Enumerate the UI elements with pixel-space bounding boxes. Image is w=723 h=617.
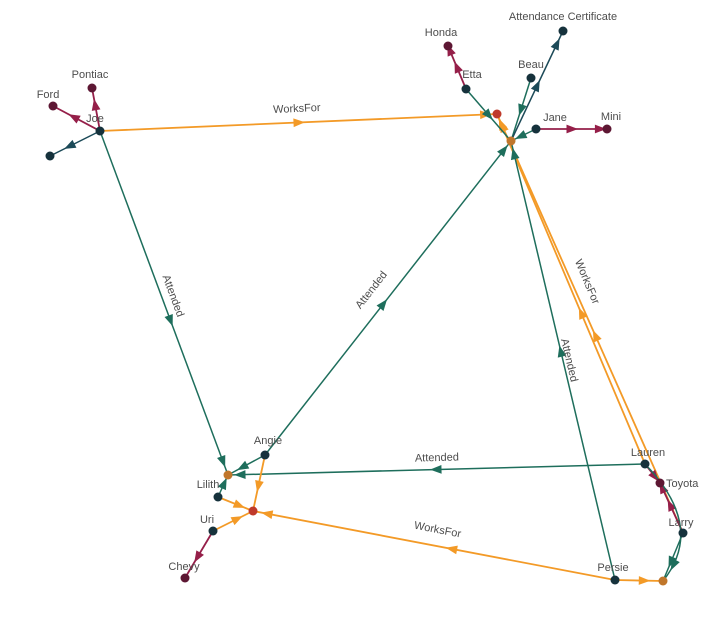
label-layer: WorksForWorksForAttendedAttendedAttended… — [37, 11, 700, 574]
arrowhead-attended-icon — [481, 108, 493, 120]
node-lilith[interactable] — [213, 492, 223, 502]
arrowhead-drives-icon — [68, 114, 81, 124]
arrowhead-worksfor-icon — [592, 330, 602, 343]
arrowhead-drives-icon — [454, 61, 463, 74]
node-toyota[interactable] — [655, 478, 665, 488]
arrowhead-attended-icon — [237, 460, 250, 471]
node-larry[interactable] — [678, 528, 688, 538]
arrowhead-attended-icon — [164, 313, 173, 327]
node-event-top[interactable] — [506, 136, 516, 146]
arrowhead-drives-icon — [91, 98, 101, 111]
arrowhead-attended-icon — [217, 477, 227, 491]
arrowhead-worksfor-icon — [261, 510, 274, 520]
node-layer — [45, 26, 688, 586]
arrowhead-certificate-icon — [530, 80, 540, 93]
arrowhead-drives-icon — [648, 469, 659, 482]
edge-worksfor-larry-company-top[interactable] — [496, 113, 684, 534]
node-persie[interactable] — [610, 575, 620, 585]
node-beau[interactable] — [526, 73, 536, 83]
arrowhead-certificate-icon — [64, 139, 77, 149]
edge-attended-persie-event-top[interactable] — [510, 140, 616, 581]
edge-certificate-joe-joe-cert[interactable] — [49, 130, 101, 157]
node-label-lauren: Lauren — [631, 447, 665, 459]
arrowhead-attended-icon — [497, 145, 508, 158]
node-pontiac[interactable] — [87, 83, 97, 93]
node-label-larry: Larry — [668, 517, 694, 529]
arrowhead-attended-icon — [557, 345, 567, 358]
node-event-bl[interactable] — [223, 470, 233, 480]
arrowhead-worksfor-icon — [638, 576, 651, 585]
arrowhead-worksfor-icon — [578, 307, 588, 320]
arrowhead-drives-icon — [594, 124, 607, 134]
edge-label-worksfor: WorksFor — [572, 258, 602, 307]
arrowhead-attended-icon — [518, 103, 527, 116]
arrowhead-attended-icon — [670, 558, 680, 571]
node-company-top[interactable] — [492, 109, 502, 119]
arrowhead-attended-icon — [234, 470, 246, 479]
arrowhead-attended-icon — [376, 299, 388, 311]
node-label-att-cert: Attendance Certificate — [509, 11, 617, 23]
node-lauren[interactable] — [640, 459, 650, 469]
node-angie[interactable] — [260, 450, 270, 460]
node-label-chevy: Chevy — [168, 561, 200, 573]
arrowhead-certificate-icon — [550, 38, 560, 51]
arrowhead-worksfor-icon — [445, 545, 458, 555]
arrowhead-drives-icon — [667, 499, 677, 512]
node-company-bottom[interactable] — [248, 506, 258, 516]
arrowhead-attended-icon — [510, 147, 520, 161]
node-jane[interactable] — [531, 124, 541, 134]
arrowhead-worksfor-icon — [232, 499, 246, 508]
edge-worksfor-persie-company-bottom[interactable] — [252, 510, 616, 581]
node-label-etta: Etta — [462, 69, 482, 81]
edge-layer — [49, 30, 684, 585]
edge-label-attended: Attended — [558, 337, 580, 383]
node-joe[interactable] — [95, 126, 105, 136]
arrowhead-worksfor-icon — [230, 516, 243, 526]
node-ford[interactable] — [48, 101, 58, 111]
node-label-toyota: Toyota — [666, 478, 699, 490]
node-label-pontiac: Pontiac — [72, 69, 109, 81]
node-etta[interactable] — [461, 84, 471, 94]
edge-attended-larry-event-br[interactable] — [662, 532, 684, 582]
arrowhead-worksfor-icon — [255, 479, 264, 493]
node-label-joe: Joe — [86, 113, 104, 125]
edge-label-attended: Attended — [415, 451, 459, 464]
node-chevy[interactable] — [180, 573, 190, 583]
node-uri[interactable] — [208, 526, 218, 536]
edge-worksfor-lauren-company-top[interactable] — [496, 113, 646, 465]
node-att-cert[interactable] — [558, 26, 568, 36]
edge-attended-angie-event-top[interactable] — [264, 140, 512, 456]
node-label-beau: Beau — [518, 59, 544, 71]
node-joe-cert[interactable] — [45, 151, 55, 161]
node-label-jane: Jane — [543, 112, 567, 124]
arrowhead-attended-icon — [217, 454, 226, 468]
arrowhead-drives-icon — [194, 550, 204, 563]
arrowhead-attended-icon — [430, 464, 442, 474]
edge-attended-joe-event-bl[interactable] — [99, 130, 229, 476]
node-label-mini: Mini — [601, 111, 621, 123]
node-label-ford: Ford — [37, 89, 60, 101]
node-label-lilith: Lilith — [197, 479, 220, 491]
node-label-honda: Honda — [425, 27, 458, 39]
edge-label-attended: Attended — [160, 273, 187, 318]
node-label-persie: Persie — [597, 562, 628, 574]
node-honda[interactable] — [443, 41, 453, 51]
edge-label-worksfor: WorksFor — [273, 102, 321, 116]
node-mini[interactable] — [602, 124, 612, 134]
node-event-br[interactable] — [658, 576, 668, 586]
arrowhead-drives-icon — [566, 124, 578, 134]
node-label-angie: Angie — [254, 435, 282, 447]
edge-label-worksfor: WorksFor — [413, 520, 462, 541]
arrowhead-worksfor-icon — [293, 118, 305, 128]
node-label-uri: Uri — [200, 514, 214, 526]
arrowhead-attended-icon — [515, 130, 528, 140]
